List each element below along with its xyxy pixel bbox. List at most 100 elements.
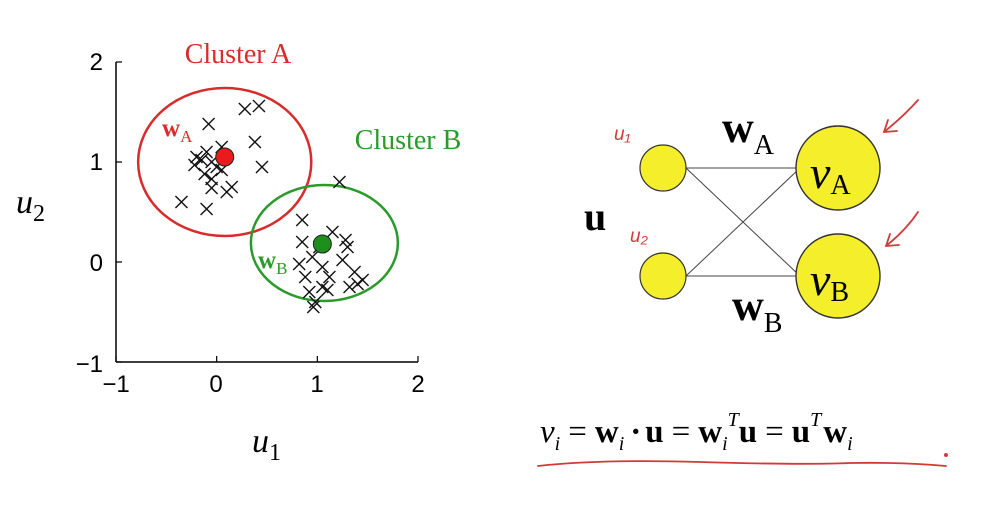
- marker-stroke: [343, 280, 357, 294]
- marker-stroke: [351, 277, 365, 291]
- marker-stroke: [200, 202, 214, 216]
- marker-stroke: [339, 233, 353, 247]
- marker-stroke: [255, 160, 269, 174]
- data-point-x-marker: [200, 145, 214, 159]
- output-b-label: vB: [810, 254, 849, 308]
- cluster-a-ellipse: [136, 86, 313, 238]
- centroids: [215, 147, 332, 254]
- connection-line: [685, 167, 801, 277]
- network-diagram: vA vB u wA wB u₁ u₂: [584, 99, 919, 339]
- handwritten-underline-icon: [537, 460, 947, 467]
- data-point-x-marker: [302, 285, 316, 299]
- data-point-x-marker: [238, 102, 252, 116]
- data-point-x-marker: [205, 181, 219, 195]
- data-point-x-marker: [332, 175, 346, 189]
- marker-stroke: [306, 300, 320, 314]
- weight-b-network-label: wB: [732, 281, 782, 339]
- input-node-1: [639, 144, 687, 192]
- handwritten-arrow-b-icon: [885, 211, 919, 247]
- y-tick-label: 1: [90, 149, 103, 176]
- input-vector-label: u: [584, 194, 606, 239]
- marker-stroke: [320, 283, 334, 297]
- data-points: [174, 99, 370, 314]
- y-tick-label: 2: [90, 49, 103, 76]
- output-node-a: [795, 125, 881, 211]
- equation: vi=wi·u=wiTu=uTwi: [537, 409, 948, 467]
- x-tick-label: 2: [411, 371, 424, 398]
- marker-stroke: [202, 117, 216, 131]
- marker-stroke: [341, 240, 355, 254]
- y-tick-label: 0: [90, 250, 103, 277]
- data-point-x-marker: [295, 235, 309, 249]
- marker-stroke: [295, 235, 309, 249]
- data-point-x-marker: [292, 257, 306, 271]
- marker-stroke: [174, 195, 188, 209]
- data-point-x-marker: [298, 270, 312, 284]
- marker-stroke: [348, 265, 362, 279]
- x-tick-label: 0: [209, 371, 222, 398]
- data-point-x-marker: [339, 233, 353, 247]
- marker-stroke: [205, 181, 219, 195]
- marker-stroke: [356, 273, 370, 287]
- data-point-x-marker: [205, 172, 219, 186]
- cluster-a-label: Cluster A: [185, 39, 292, 70]
- data-point-x-marker: [255, 160, 269, 174]
- y-axis-label: u2: [16, 184, 45, 227]
- y-tick-label: −1: [76, 351, 103, 378]
- marker-stroke: [298, 270, 312, 284]
- marker-stroke: [205, 172, 219, 186]
- x-tick-label: −1: [102, 371, 129, 398]
- marker-stroke: [295, 213, 309, 227]
- output-node-b: [795, 233, 881, 319]
- data-point-x-marker: [248, 135, 262, 149]
- data-point-x-marker: [174, 195, 188, 209]
- data-point-x-marker: [356, 273, 370, 287]
- weight-b-label: wB: [258, 247, 287, 278]
- marker-stroke: [302, 285, 316, 299]
- data-point-x-marker: [325, 225, 339, 239]
- marker-stroke: [198, 167, 212, 181]
- output-a-label: vA: [810, 147, 851, 201]
- marker-stroke: [325, 225, 339, 239]
- marker-stroke: [315, 280, 329, 294]
- marker-stroke: [292, 257, 306, 271]
- data-point-x-marker: [295, 213, 309, 227]
- marker-stroke: [248, 135, 262, 149]
- data-point-x-marker: [188, 158, 202, 172]
- input-node-2: [639, 252, 687, 300]
- handwritten-arrow-a-icon: [883, 99, 919, 133]
- marker-stroke: [200, 145, 214, 159]
- marker-stroke: [332, 175, 346, 189]
- axis-ticks: [115, 61, 419, 363]
- data-point-x-marker: [320, 283, 334, 297]
- data-point-x-marker: [315, 260, 329, 274]
- marker-stroke: [195, 153, 209, 167]
- marker-stroke: [315, 260, 329, 274]
- data-point-x-marker: [336, 253, 349, 267]
- x-tick-label: 1: [310, 371, 323, 398]
- marker-stroke: [322, 270, 336, 284]
- data-point-x-marker: [351, 277, 365, 291]
- marker-stroke: [305, 250, 319, 264]
- scatter-plot: −1 0 1 2 2 1 0 −1 u1 u2 Cluster A Cluste…: [16, 39, 461, 466]
- data-point-x-marker: [202, 117, 216, 131]
- marker-stroke: [238, 102, 252, 116]
- marker-stroke: [190, 150, 204, 164]
- data-point-x-marker: [220, 185, 234, 199]
- centroid-w-a: [215, 147, 235, 167]
- handwritten-dot-icon: [944, 453, 948, 457]
- cluster-b-label: Cluster B: [355, 125, 462, 156]
- handwritten-u1-note: u₁: [614, 124, 631, 145]
- marker-stroke: [220, 185, 234, 199]
- data-point-x-marker: [343, 280, 357, 294]
- centroid-w-b: [312, 234, 332, 254]
- data-point-x-marker: [341, 240, 355, 254]
- data-point-x-marker: [322, 270, 336, 284]
- equation-text: vi=wi·u=wiTu=uTwi: [540, 409, 853, 455]
- marker-stroke: [336, 253, 349, 267]
- marker-stroke: [252, 99, 266, 113]
- cluster-b-ellipse: [249, 183, 400, 303]
- weight-a-label: wA: [162, 115, 193, 146]
